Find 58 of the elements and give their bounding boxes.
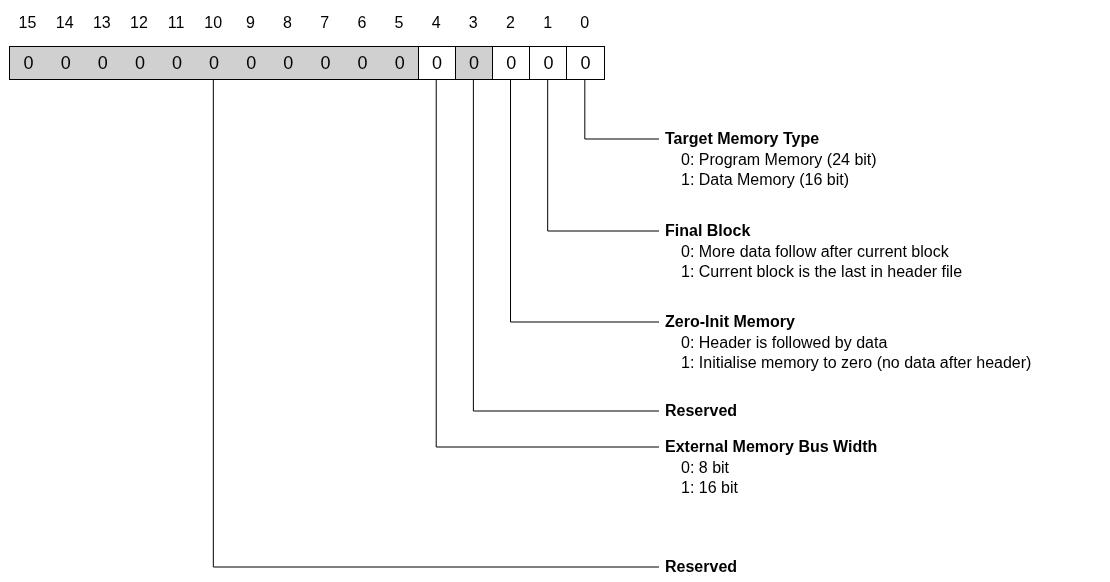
- bit-value: 0: [96, 52, 109, 74]
- field-name: Zero-Init Memory: [665, 312, 796, 332]
- field-name: Reserved: [665, 557, 739, 577]
- bit-value: 0: [245, 52, 258, 74]
- leader-line: [472, 79, 660, 412]
- leader-line: [584, 79, 660, 140]
- bit-value: 0: [356, 52, 369, 74]
- value-description: 0: 8 bit: [681, 457, 731, 478]
- bit-number: 6: [356, 13, 368, 33]
- bit-value: 0: [22, 52, 35, 74]
- register-field: [454, 46, 494, 80]
- bit-number: 2: [505, 13, 516, 33]
- bit-number: 0: [579, 13, 591, 33]
- bit-value: 0: [59, 52, 72, 74]
- leader-line: [547, 79, 660, 232]
- bit-number: 3: [467, 13, 479, 33]
- value-description: 0: Program Memory (24 bit): [681, 149, 878, 170]
- value-description: 1: Current block is the last in header file: [681, 262, 964, 282]
- leader-line: [435, 79, 660, 448]
- bit-value: 0: [393, 52, 406, 74]
- bit-number: 7: [319, 13, 331, 33]
- bit-value: 0: [171, 52, 183, 74]
- bit-number: 12: [129, 13, 149, 33]
- bit-number: 14: [54, 13, 75, 33]
- bit-number: 8: [282, 13, 293, 33]
- value-description: 1: 16 bit: [681, 478, 739, 498]
- register-field: [491, 46, 531, 80]
- field-name: Reserved: [665, 401, 739, 421]
- register-field: [566, 46, 605, 80]
- register-field: [417, 46, 457, 80]
- bit-value: 0: [542, 52, 555, 74]
- register-field: [529, 46, 568, 80]
- field-name: External Memory Bus Width: [665, 437, 879, 457]
- bit-value: 0: [468, 52, 481, 74]
- bit-value: 0: [282, 52, 295, 74]
- bit-value: 0: [133, 52, 146, 74]
- bit-value: 0: [430, 52, 443, 74]
- bit-number: 9: [244, 13, 256, 33]
- value-description: 0: More data follow after current block: [681, 241, 950, 262]
- field-name: Final Block: [665, 221, 752, 241]
- bit-number: 1: [542, 13, 554, 33]
- bit-value: 0: [319, 52, 332, 74]
- register-field: [9, 46, 420, 80]
- bit-number: 11: [166, 13, 186, 33]
- bit-value: 0: [505, 52, 518, 74]
- value-description: 0: Header is followed by data: [681, 332, 889, 353]
- bit-value: 0: [579, 52, 592, 74]
- value-description: 1: Initialise memory to zero (no data after header): [681, 353, 1033, 373]
- bit-value: 0: [208, 52, 221, 74]
- bit-number: 5: [393, 13, 405, 33]
- bit-number: 4: [430, 13, 442, 33]
- bit-number: 13: [91, 13, 112, 33]
- leader-line: [510, 79, 660, 323]
- bit-number: 15: [17, 13, 38, 33]
- value-description: 1: Data Memory (16 bit): [681, 170, 851, 190]
- leader-line: [212, 79, 660, 568]
- field-name: Target Memory Type: [665, 129, 821, 149]
- bit-number: 10: [203, 13, 224, 33]
